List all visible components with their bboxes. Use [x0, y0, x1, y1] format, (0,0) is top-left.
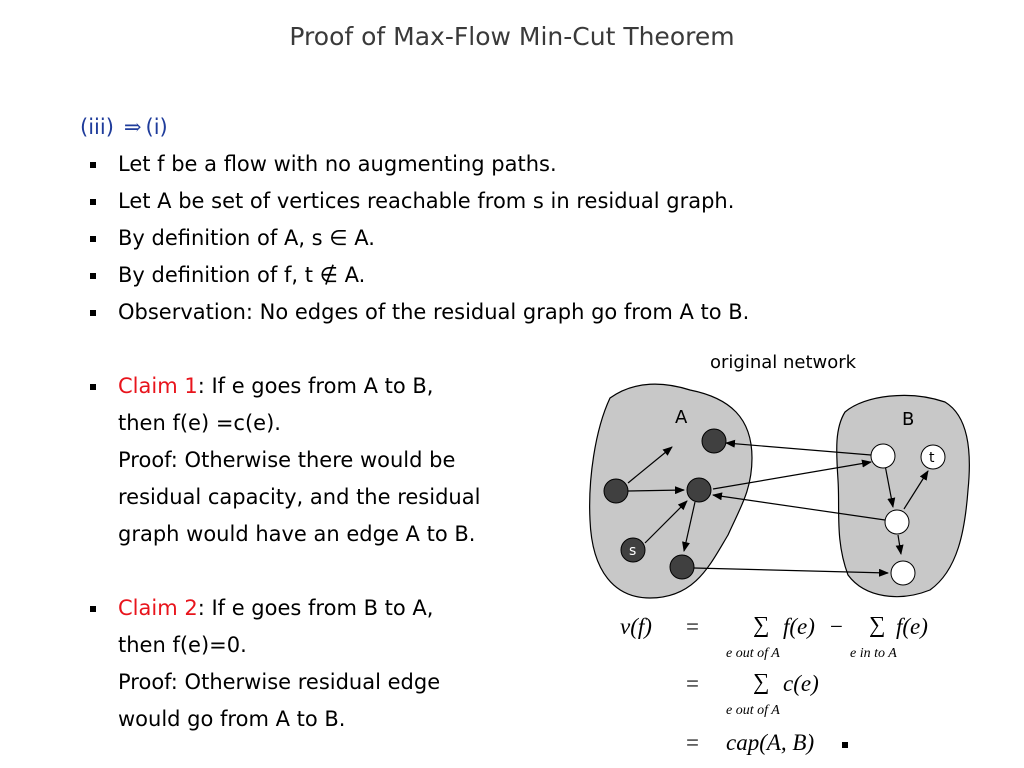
claim-2-heading: Claim 2: If e goes from B to A, [118, 590, 440, 627]
edge [627, 486, 685, 495]
edge [712, 492, 886, 521]
edge [682, 501, 696, 552]
sum-symbol: ∑ [753, 669, 770, 694]
claim-2-label: Claim 2 [118, 596, 198, 620]
set-a-label: A [675, 407, 688, 428]
sum-condition-in: e in to A [850, 646, 897, 661]
equals-sign: = [686, 614, 699, 639]
equals-sign: = [686, 671, 699, 696]
slide-title: Proof of Max-Flow Min-Cut Theorem [289, 22, 735, 51]
claim-1-label: Claim 1 [118, 374, 198, 398]
bullet-item: Let f be a flow with no augmenting paths… [90, 150, 749, 187]
bullet-item: Let A be set of vertices reachable from … [90, 187, 749, 224]
flow-term: f(e) [783, 614, 815, 639]
node-a [669, 554, 695, 580]
edge [644, 500, 688, 544]
node-b [890, 560, 916, 586]
node-a [686, 477, 712, 503]
network-diagram: original network A B s t [589, 352, 970, 599]
direction-from: (iii) [80, 115, 114, 139]
sum-symbol: ∑ [869, 612, 886, 637]
source-node [620, 537, 646, 563]
flow-value: v(f) [620, 614, 652, 639]
minus-sign: − [830, 614, 843, 639]
set-b-label: B [902, 409, 914, 430]
bullet-marker [90, 606, 96, 612]
bullet-item: Observation: No edges of the residual gr… [90, 298, 749, 335]
claim-1-line: then f(e) =c(e). [118, 411, 281, 435]
edge [627, 446, 673, 484]
diagram-caption: original network [710, 352, 857, 373]
claim-2-block: Claim 2: If e goes from B to A, then f(e… [90, 590, 440, 738]
direction-to: (i) [145, 115, 168, 139]
claim-1-block: Claim 1: If e goes from A to B, then f(e… [90, 368, 480, 553]
cut-capacity: cap(A, B) [726, 730, 815, 755]
source-label: s [629, 543, 636, 559]
bullet-list: Let f be a flow with no augmenting paths… [90, 150, 749, 335]
node-a [603, 478, 629, 504]
sum-condition-out: e out of A [726, 646, 780, 661]
edge [725, 439, 872, 456]
claim-2-line: would go from A to B. [118, 707, 346, 731]
claim-2-line: Proof: Otherwise residual edge [118, 670, 441, 694]
capacity-term: c(e) [783, 671, 819, 696]
sum-symbol: ∑ [753, 612, 770, 637]
edge [895, 534, 904, 555]
edge [693, 567, 889, 577]
equals-sign: = [686, 730, 699, 755]
claim-2-line: then f(e)=0. [118, 633, 247, 657]
qed-symbol [842, 742, 848, 748]
claim-1-line: graph would have an edge A to B. [118, 522, 476, 546]
node-b [884, 509, 910, 535]
edge [903, 470, 929, 510]
node-b [870, 443, 896, 469]
bullet-item: By definition of f, t ∉ A. [90, 261, 749, 298]
flow-term: f(e) [896, 614, 928, 639]
claim-1-head: : If e goes from A to B, [197, 374, 434, 398]
bullet-item: By definition of A, s ∈ A. [90, 224, 749, 261]
sum-condition-out: e out of A [726, 703, 780, 718]
claim-1-line: Proof: Otherwise there would be [118, 448, 456, 472]
edge [884, 464, 896, 508]
bullet-marker [90, 384, 96, 390]
sink-label: t [929, 450, 935, 466]
proof-direction: (iii) ⇒(i) [80, 115, 168, 139]
claim-1-line: residual capacity, and the residual [118, 485, 481, 509]
implies-symbol: ⇒ [123, 115, 142, 139]
claim-1-heading: Claim 1: If e goes from A to B, [118, 368, 480, 405]
edge [712, 459, 872, 490]
node-a [701, 428, 727, 454]
claim-2-head: : If e goes from B to A, [197, 596, 434, 620]
sink-node [920, 444, 946, 470]
